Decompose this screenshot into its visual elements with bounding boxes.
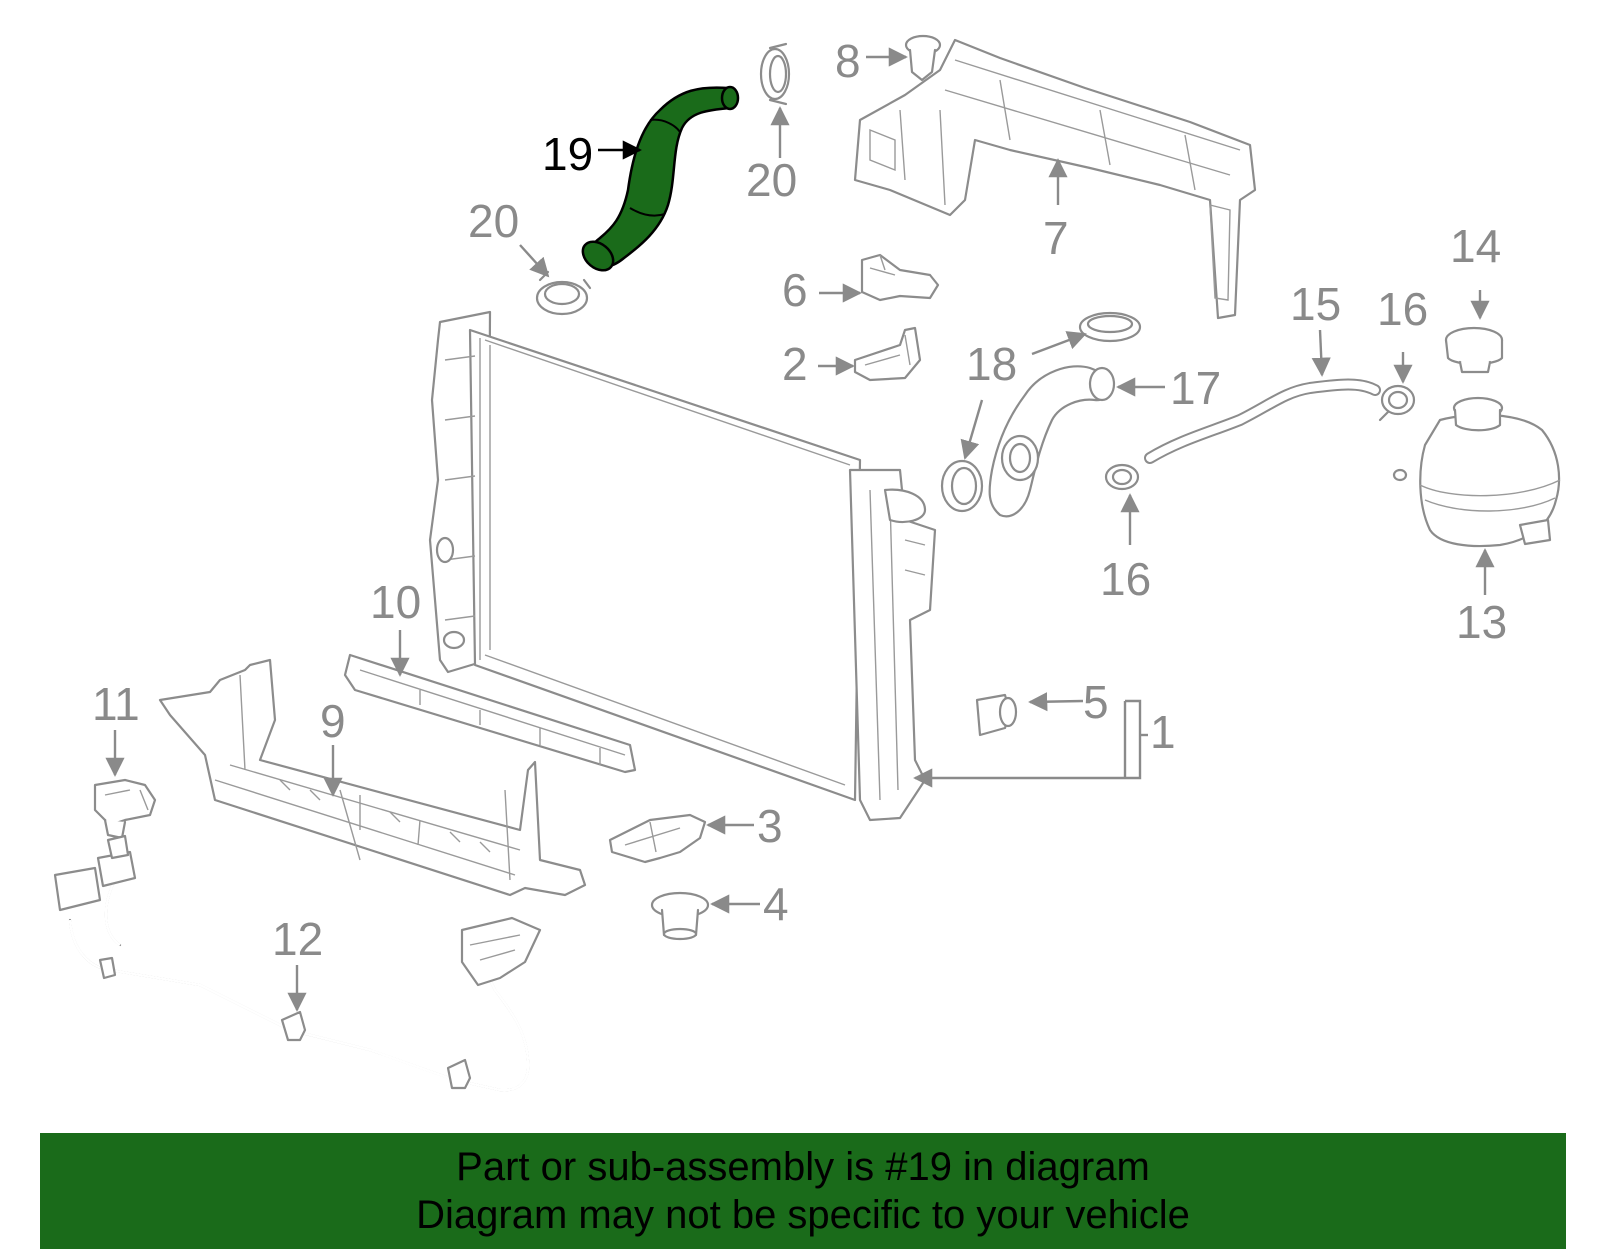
part-8-push-clip xyxy=(904,34,942,82)
part-1-radiator xyxy=(428,310,937,822)
callout-8: 8 xyxy=(835,35,861,87)
callout-13: 13 xyxy=(1456,596,1507,648)
callout-15: 15 xyxy=(1290,278,1341,330)
part-6-bracket xyxy=(860,253,940,302)
part-10-seal xyxy=(343,653,637,774)
part-15-reservoir-hose xyxy=(1144,378,1381,464)
callout-6: 6 xyxy=(782,264,808,316)
callout-9: 9 xyxy=(320,695,346,747)
callout-14: 14 xyxy=(1450,220,1501,272)
callout-18: 18 xyxy=(966,338,1017,390)
info-banner: Part or sub-assembly is #19 in diagram D… xyxy=(40,1133,1566,1249)
part-4-grommet xyxy=(650,891,710,941)
part-2-bracket xyxy=(853,326,922,382)
banner-line-2: Diagram may not be specific to your vehi… xyxy=(416,1193,1190,1237)
callout-labels: 8 20 20 19 7 6 2 18 17 15 16 14 16 13 5 … xyxy=(92,35,1507,965)
part-3-bracket xyxy=(608,813,707,864)
callout-3: 3 xyxy=(757,800,783,852)
callout-5: 5 xyxy=(1083,676,1109,728)
callout-20-upper: 20 xyxy=(746,154,797,206)
part-14-reservoir-cap xyxy=(1444,326,1504,374)
callout-16-right: 16 xyxy=(1377,283,1428,335)
callout-7: 7 xyxy=(1043,212,1069,264)
part-20-clamp-upper xyxy=(759,42,791,106)
part-17-lower-hose xyxy=(988,365,1116,518)
part-5-drain-plug xyxy=(975,693,1018,737)
part-18-clamp-lower xyxy=(940,459,984,513)
callout-17: 17 xyxy=(1170,362,1221,414)
callout-20-lower: 20 xyxy=(468,195,519,247)
part-19-radiator-hose xyxy=(581,85,740,272)
callout-10: 10 xyxy=(370,576,421,628)
callout-11: 11 xyxy=(92,678,140,730)
part-7-upper-baffle xyxy=(853,38,1257,320)
callout-19: 19 xyxy=(542,128,593,180)
callout-2: 2 xyxy=(782,338,808,390)
callout-4: 4 xyxy=(763,878,789,930)
callout-1: 1 xyxy=(1150,706,1176,758)
part-20-clamp-lower xyxy=(535,270,592,316)
leader-lines xyxy=(105,47,1495,1012)
banner-line-1: Part or sub-assembly is #19 in diagram xyxy=(456,1145,1150,1189)
part-11-sensor xyxy=(93,778,157,840)
part-13-coolant-reservoir xyxy=(1392,396,1561,548)
callout-12: 12 xyxy=(272,913,323,965)
part-12-wiring-harness xyxy=(53,834,542,1092)
part-16-clamp-right xyxy=(1378,384,1416,422)
callout-16-left: 16 xyxy=(1100,553,1151,605)
part-16-clamp-left xyxy=(1104,463,1140,491)
part-9-lower-deflector xyxy=(158,658,587,897)
part-18-clamp-upper xyxy=(1078,311,1142,343)
